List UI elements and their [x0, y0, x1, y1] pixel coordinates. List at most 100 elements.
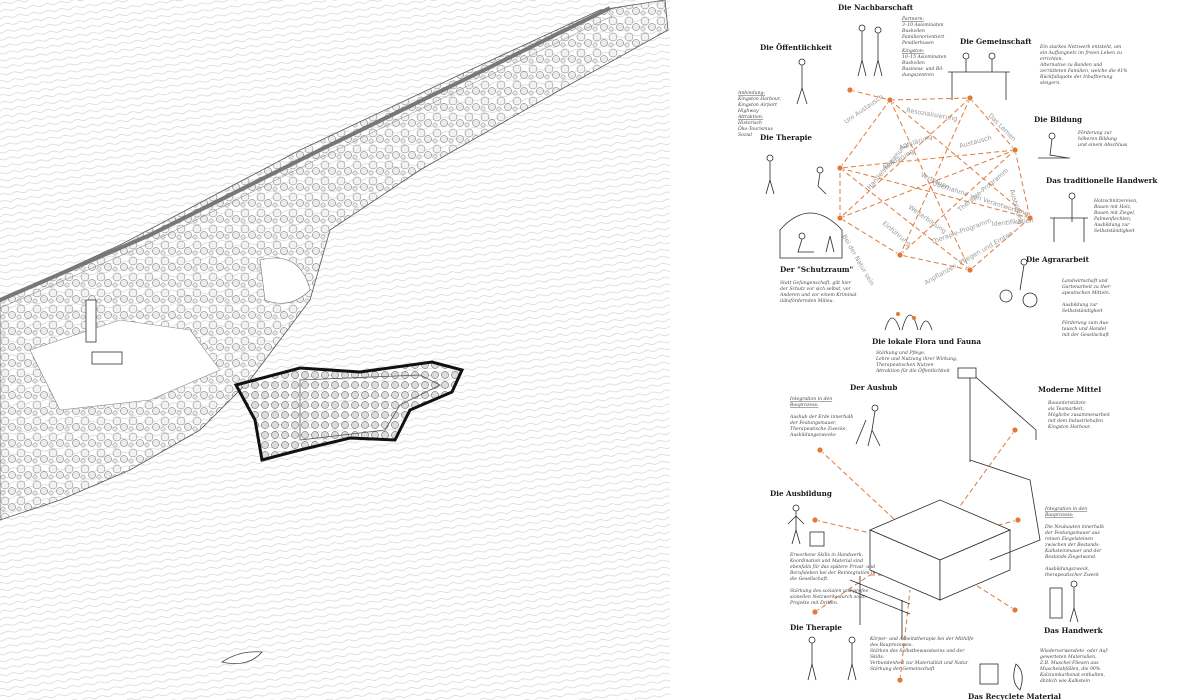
svg-text:zwischen der Bestands-: zwischen der Bestands-	[1044, 542, 1100, 548]
svg-text:Bestands-Ziegelwand.: Bestands-Ziegelwand.	[1044, 554, 1097, 560]
title-schutzraum: Der "Schutzraum"	[780, 265, 854, 274]
title-aushub: Der Aushub	[850, 383, 897, 392]
svg-text:tausch und Handel: tausch und Handel	[1062, 326, 1107, 332]
svg-text:Kalksteinmauer und der: Kalksteinmauer und der	[1044, 548, 1102, 554]
svg-text:Berufsleben bei der Reintegrat: Berufsleben bei der Reintegration in	[789, 570, 875, 576]
title-oeffentlichkeit: Die Öffentlichkeit	[760, 43, 833, 52]
title-moderne: Moderne Mittel	[1038, 385, 1101, 394]
svg-text:Integration in den: Integration in den	[789, 396, 832, 402]
svg-text:Partnern:: Partnern:	[901, 16, 924, 22]
svg-text:als Teamarbeit,: als Teamarbeit,	[1048, 406, 1084, 412]
network-diagram: Um Austausch Resozialisierung Das Lernen…	[737, 3, 1158, 700]
svg-text:Skills.: Skills.	[870, 654, 885, 660]
svg-text:Therapeutische Zwecke,: Therapeutische Zwecke,	[790, 426, 848, 432]
note-oeffentlichkeit: Anbindung: Kingston Harbour, Kingston Ai…	[737, 90, 781, 138]
svg-text:ähnlich wie Kalkstein: ähnlich wie Kalkstein	[1040, 678, 1090, 684]
svg-text:Anderen und vor einem Kriminal: Anderen und vor einem Kriminal-	[779, 292, 858, 298]
building-small	[91, 351, 123, 365]
svg-text:und einem Abschluss: und einem Abschluss	[1078, 142, 1128, 148]
title-therapie-top: Die Therapie	[760, 133, 812, 142]
network-link-labels: Um Austausch Resozialisierung Das Lernen…	[840, 93, 1034, 287]
svg-text:des Bauprozesses.: des Bauprozesses.	[870, 642, 913, 648]
boat	[221, 651, 263, 665]
svg-text:Rückfallquote der Inhaftierung: Rückfallquote der Inhaftierung	[1039, 74, 1112, 80]
network-nodes-top	[836, 86, 1034, 274]
title-agrar: Die Agrararbeit	[1026, 255, 1090, 264]
svg-text:mit dem Industriehafen: mit dem Industriehafen	[1048, 418, 1103, 424]
svg-text:Alternative zu Banden und: Alternative zu Banden und	[1039, 62, 1102, 68]
svg-text:Förderung zum Aus-: Förderung zum Aus-	[1061, 320, 1110, 326]
svg-text:Pendlerhusen: Pendlerhusen	[901, 40, 934, 46]
shelter-arch-icon	[779, 212, 843, 259]
note-schutzraum: Statt Gefangenschaft, gilt hier der Schu…	[779, 280, 858, 304]
link-label: Bei der Natur sein	[840, 233, 876, 287]
svg-text:Selbstständigkeit: Selbstständigkeit	[1094, 228, 1135, 234]
title-ausbildung: Die Ausbildung	[770, 489, 832, 498]
svg-text:Lehre und Nutzung ihrer Wirkun: Lehre und Nutzung ihrer Wirkung,	[875, 356, 958, 362]
svg-text:Koordination und Material sind: Koordination und Material sind	[789, 558, 863, 564]
svg-text:Bauunterstützte: Bauunterstützte	[1047, 400, 1086, 406]
svg-text:Ausbildungszwecke: Ausbildungszwecke	[789, 432, 836, 438]
svg-text:Mögliche zusammenarbeit: Mögliche zusammenarbeit	[1047, 412, 1110, 418]
svg-text:zerrütteten Familien, welche d: zerrütteten Familien, welche die 41%	[1039, 68, 1128, 74]
svg-text:Projekte mit Dritten.: Projekte mit Dritten.	[789, 600, 839, 606]
note-agrar: Landwirtschaft und Gartenarbeit zu ther-…	[1061, 278, 1112, 338]
svg-text:Integration in den: Integration in den	[1044, 506, 1087, 512]
figure-craftsman-icon	[1049, 580, 1079, 623]
link-label: Austausch	[958, 134, 992, 150]
svg-text:Stärken des Selbstbewusstseins: Stärken des Selbstbewusstseins und der	[870, 648, 965, 654]
svg-text:Palmenflechten,: Palmenflechten,	[1093, 216, 1132, 222]
figures-therapy-icon	[765, 154, 827, 195]
site-plan-drawing	[0, 0, 670, 700]
note-aushub: Integration in den Bauprozess: Aushub de…	[789, 396, 853, 438]
svg-text:Holzschnitzereien,: Holzschnitzereien,	[1093, 198, 1138, 204]
svg-text:Sozial: Sozial	[738, 132, 753, 138]
svg-text:Stärkung und Pflege,: Stärkung und Pflege,	[876, 350, 926, 356]
svg-text:Kalziumkarbonat enthalten,: Kalziumkarbonat enthalten,	[1039, 672, 1105, 678]
svg-text:Kingston Harbour.: Kingston Harbour.	[1047, 424, 1091, 430]
svg-text:Landwirtschaft und: Landwirtschaft und	[1061, 278, 1108, 284]
svg-text:apeutischen Mitteln.: apeutischen Mitteln.	[1062, 290, 1111, 296]
svg-text:Bauprozess:: Bauprozess:	[789, 402, 819, 408]
svg-text:der Schutz vor sich selbst, vo: der Schutz vor sich selbst, vor	[780, 286, 851, 292]
svg-text:der Festungsmauer aus: der Festungsmauer aus	[1045, 530, 1101, 536]
note-festung: Integration in den Bauprozess: Die Neuba…	[1044, 506, 1104, 578]
svg-text:gewerteten Materialien.: gewerteten Materialien.	[1040, 654, 1097, 660]
link-label: Resozialisierung	[906, 106, 958, 123]
clearing	[29, 319, 221, 411]
svg-text:Anbindung:: Anbindung:	[737, 90, 765, 96]
title-handwerk-trad: Das traditionelle Handwerk	[1046, 176, 1158, 185]
svg-text:10–15 Asiominaten: 10–15 Asiominaten	[902, 54, 946, 60]
link-label: Einführung	[881, 219, 913, 248]
svg-text:der Festungsmauer,: der Festungsmauer,	[790, 420, 837, 426]
svg-text:Attraktion für die Öffentlichk: Attraktion für die Öffentlichkeit	[875, 367, 950, 374]
svg-text:Kingston Airport: Kingston Airport	[737, 102, 777, 108]
title-recycling: Das Recyclete Material	[968, 692, 1061, 700]
svg-text:Bauen mit Holz,: Bauen mit Holz,	[1093, 204, 1132, 210]
fortress-outline	[233, 360, 465, 462]
link-label: Handelsbeziehung	[865, 141, 909, 191]
note-recycling: Wiederverwendete- oder Auf- gewerteten M…	[1039, 648, 1109, 684]
figure-photographer-icon	[796, 58, 808, 105]
svg-text:Highway: Highway	[737, 108, 759, 114]
svg-text:Stärkung des sozialen und prof: Stärkung des sozialen und profes-	[790, 588, 870, 594]
figures-table-icon	[948, 52, 1010, 100]
svg-text:Historisch: Historisch	[737, 120, 762, 126]
svg-text:Bauen mit Ziegel,: Bauen mit Ziegel,	[1093, 210, 1136, 216]
figures-therapy-bottom-icon	[807, 636, 857, 681]
title-bildung: Die Bildung	[1034, 115, 1082, 124]
construction-axonometric	[849, 367, 1041, 640]
svg-text:Ausbildung zur: Ausbildung zur	[1093, 222, 1130, 228]
svg-text:Business- und Bil-: Business- und Bil-	[901, 66, 944, 72]
svg-text:Bauprozess:: Bauprozess:	[1044, 512, 1074, 518]
title-gemeinschaft: Die Gemeinschaft	[960, 37, 1032, 46]
svg-text:Ausbildung zur: Ausbildung zur	[1061, 302, 1098, 308]
svg-text:reinen Ziegelsteinen: reinen Ziegelsteinen	[1045, 536, 1093, 542]
title-handwerk: Das Handwerk	[1044, 626, 1104, 635]
svg-text:höheren Bildung: höheren Bildung	[1078, 136, 1117, 142]
relation-lines-top	[839, 89, 1031, 271]
plants-flora-icon	[884, 312, 933, 331]
note-flora: Stärkung und Pflege, Lehre und Nutzung i…	[875, 350, 958, 374]
svg-text:Erworbene Skills in Handwerk,: Erworbene Skills in Handwerk,	[789, 552, 864, 558]
svg-text:sionellen Netzwerks durch solc: sionellen Netzwerks durch solch	[790, 594, 866, 600]
